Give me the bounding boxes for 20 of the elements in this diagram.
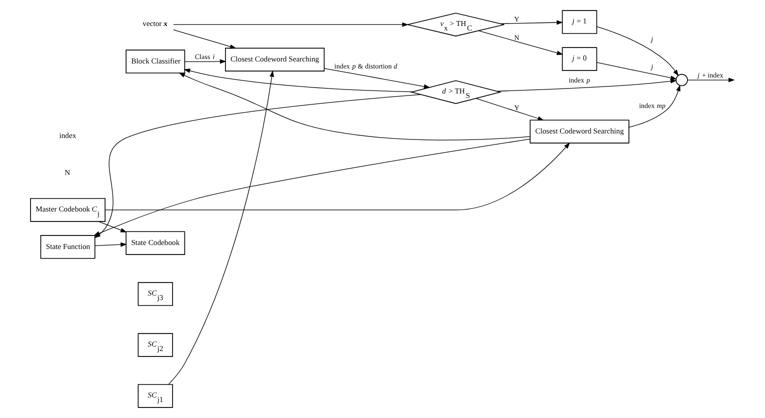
arrow	[324, 68, 430, 89]
arrow	[687, 78, 735, 82]
arrow	[478, 30, 564, 55]
arrow	[500, 20, 564, 25]
arrow	[184, 68, 414, 92]
arrow	[94, 242, 127, 247]
arrow	[93, 138, 530, 236]
arrow	[104, 142, 570, 210]
arrow	[596, 62, 677, 80]
node-circle	[676, 74, 688, 86]
arrow	[496, 79, 677, 92]
arrow	[98, 221, 127, 232]
arrow	[173, 22, 409, 27]
arrow	[596, 26, 679, 76]
arrow	[173, 29, 236, 49]
arrow	[628, 84, 680, 128]
arrow	[476, 98, 544, 121]
arrow	[168, 70, 274, 385]
arrow	[178, 72, 530, 140]
arrow	[184, 59, 226, 64]
